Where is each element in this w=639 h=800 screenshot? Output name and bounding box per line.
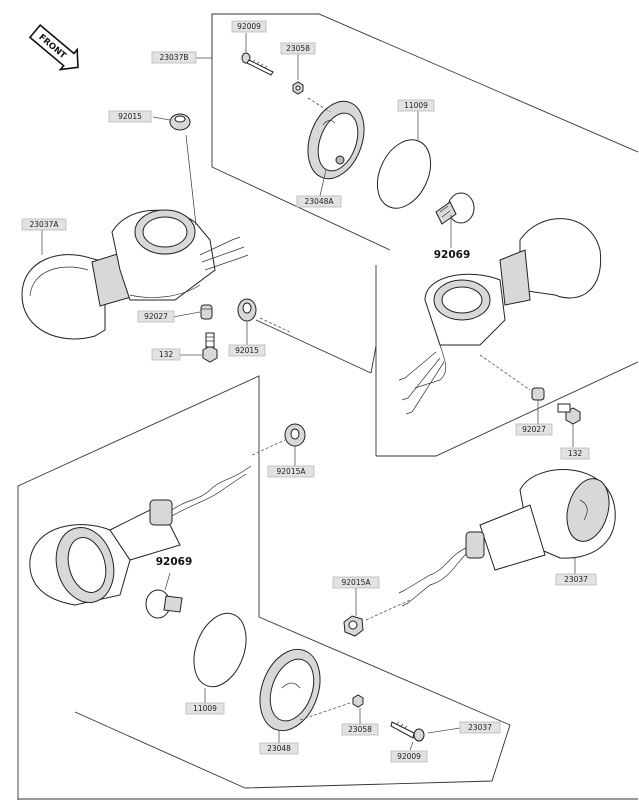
callout-92015-mid-text: 92015 (235, 346, 259, 355)
turn-signal-upper-right (398, 218, 602, 415)
callout-92069-top-text: 92069 (434, 249, 471, 261)
leader-lines (41, 33, 576, 751)
bulb-92069-top (435, 192, 475, 225)
callout-23037B-text: 23037B (159, 53, 188, 62)
callout-92069-top: 92069 (434, 249, 471, 261)
callout-11009-top: 11009 (397, 99, 435, 112)
collar-92027-right (531, 387, 545, 401)
callout-132-left: 132 (151, 348, 181, 361)
callout-23037-right-text: 23037 (564, 575, 588, 584)
screw-92009-bottom (390, 721, 425, 742)
callout-92009-top: 92009 (231, 20, 267, 33)
callout-23037-bottom-text: 23037 (468, 723, 492, 732)
rubber-92015-mid (237, 298, 257, 322)
callout-132-right: 132 (560, 447, 590, 460)
callout-132-right-text: 132 (568, 449, 583, 458)
callout-23037A-text: 23037A (30, 220, 60, 229)
turn-signal-23037 (398, 469, 616, 607)
callout-23058-bottom-text: 23058 (348, 725, 372, 734)
callout-92027-right: 92027 (515, 423, 553, 436)
callout-23058-top: 23058 (280, 42, 316, 55)
assembly-frame-lines (17, 13, 639, 800)
nut-23058-bottom (352, 694, 364, 708)
callout-92069-bottom-text: 92069 (156, 556, 193, 568)
callout-11009-top-text: 11009 (404, 101, 428, 110)
o-ring-11009-bottom (193, 612, 247, 688)
collar-92027-left (200, 304, 213, 320)
callout-23037A: 23037A (21, 218, 67, 231)
lens-23048A (307, 100, 365, 180)
turn-signal-23037A (21, 134, 249, 340)
nut-23058-top (292, 81, 304, 95)
callout-92009-bottom-text: 92009 (397, 752, 421, 761)
o-ring-11009-top (376, 139, 432, 209)
callout-23037B: 23037B (151, 51, 197, 64)
callout-92015-left: 92015 (108, 110, 152, 123)
callout-11009-bottom: 11009 (185, 702, 225, 715)
callout-11009-bottom-text: 11009 (193, 704, 217, 713)
callout-23048A-text: 23048A (305, 197, 335, 206)
callout-23058-bottom: 23058 (341, 723, 379, 736)
screw-92009-top (241, 52, 274, 76)
rubber-92015A-right (343, 615, 364, 637)
callout-92009-top-text: 92009 (237, 22, 261, 31)
callout-92015A-right: 92015A (332, 576, 380, 589)
callout-92015-mid: 92015 (228, 344, 266, 357)
callout-92027-right-text: 92027 (522, 425, 546, 434)
callout-23048-bottom: 23048 (259, 742, 299, 755)
callout-92027-left-text: 92027 (144, 312, 168, 321)
callout-132-left-text: 132 (159, 350, 174, 359)
bolt-132-right (557, 403, 581, 425)
lens-23048-bottom (259, 648, 321, 732)
bolt-132-left (202, 332, 218, 363)
front-direction-badge: FRONT (28, 24, 79, 71)
callout-23037-bottom: 23037 (459, 721, 501, 734)
callout-92009-bottom: 92009 (390, 750, 428, 763)
callout-23058-top-text: 23058 (286, 44, 310, 53)
callout-23048-bottom-text: 23048 (267, 744, 291, 753)
rubber-92015A-top (284, 423, 306, 447)
rubber-92015-left (169, 113, 191, 131)
callout-92015A-right-text: 92015A (342, 578, 372, 587)
turn-signal-lower-left (29, 465, 252, 606)
callout-92015-left-text: 92015 (118, 112, 142, 121)
callout-92027-left: 92027 (137, 310, 175, 323)
callout-92069-bottom: 92069 (156, 556, 193, 568)
callout-23048A: 23048A (296, 195, 342, 208)
callout-23037-right: 23037 (555, 573, 597, 586)
callout-92015A-top: 92015A (267, 465, 315, 478)
bulb-92069-bottom (145, 589, 183, 619)
callout-92015A-top-text: 92015A (277, 467, 307, 476)
